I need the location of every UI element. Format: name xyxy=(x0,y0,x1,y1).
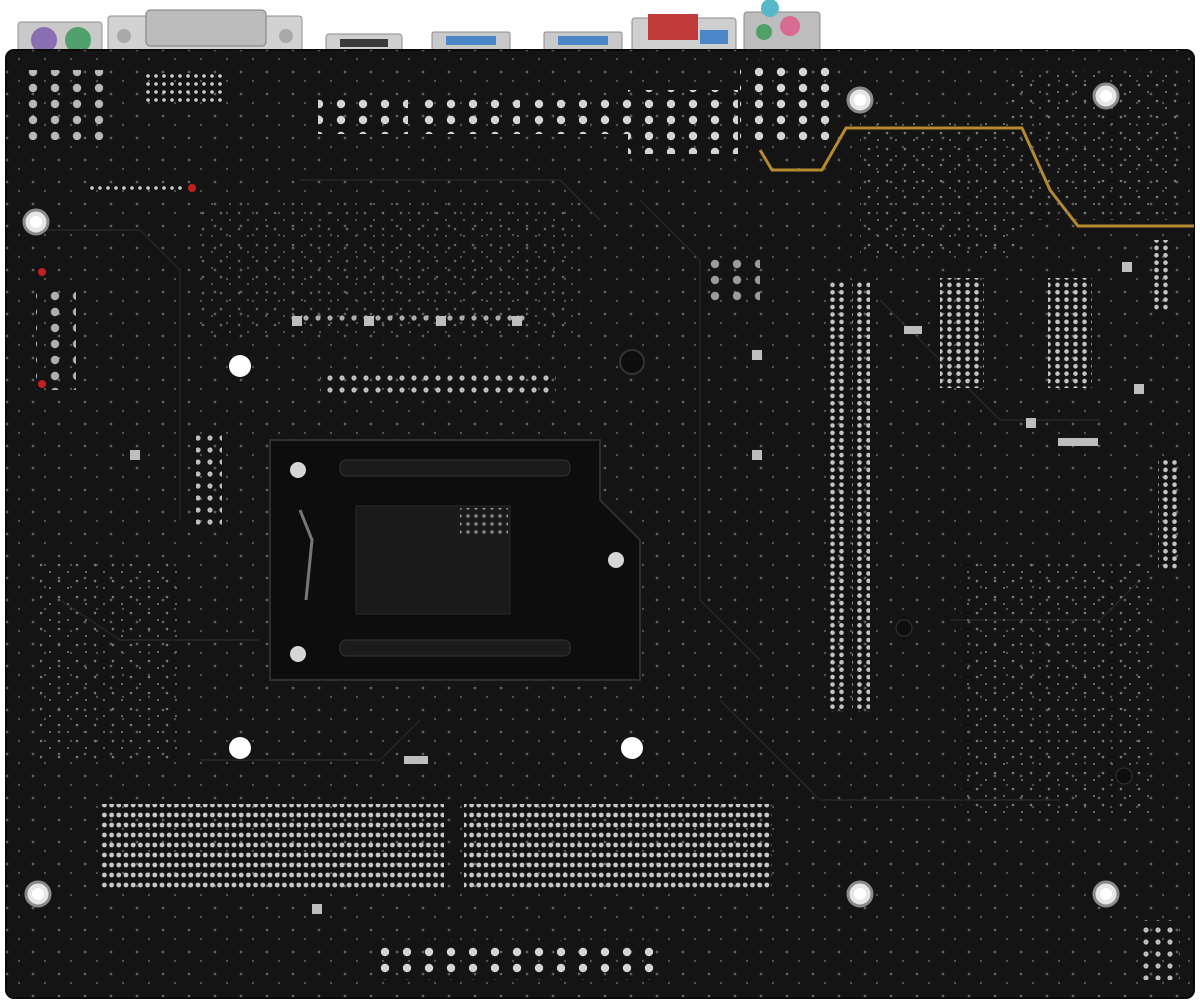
led-red-icon xyxy=(38,268,46,276)
expansion-slot-icon xyxy=(700,240,1178,712)
smd-pads xyxy=(130,262,1144,914)
d-sub-connector-icon xyxy=(107,9,303,53)
memory-slot-icon xyxy=(100,804,772,892)
vrm-solder-pads xyxy=(196,310,556,530)
screw-hole-icon xyxy=(22,82,1133,908)
io-ports xyxy=(17,0,821,59)
pin-header-icon xyxy=(378,940,658,980)
pin-header-icon xyxy=(1140,920,1180,980)
left-edge-parts xyxy=(36,184,196,390)
pin-header-icon xyxy=(24,60,830,190)
ethernet-connector-icon xyxy=(631,14,737,57)
cpu-socket-icon xyxy=(269,439,641,681)
led-red-icon xyxy=(188,184,196,192)
led-red-icon xyxy=(38,380,46,388)
via-field xyxy=(40,560,180,760)
via-field xyxy=(860,120,1020,260)
audio-jack-icon xyxy=(743,0,821,55)
